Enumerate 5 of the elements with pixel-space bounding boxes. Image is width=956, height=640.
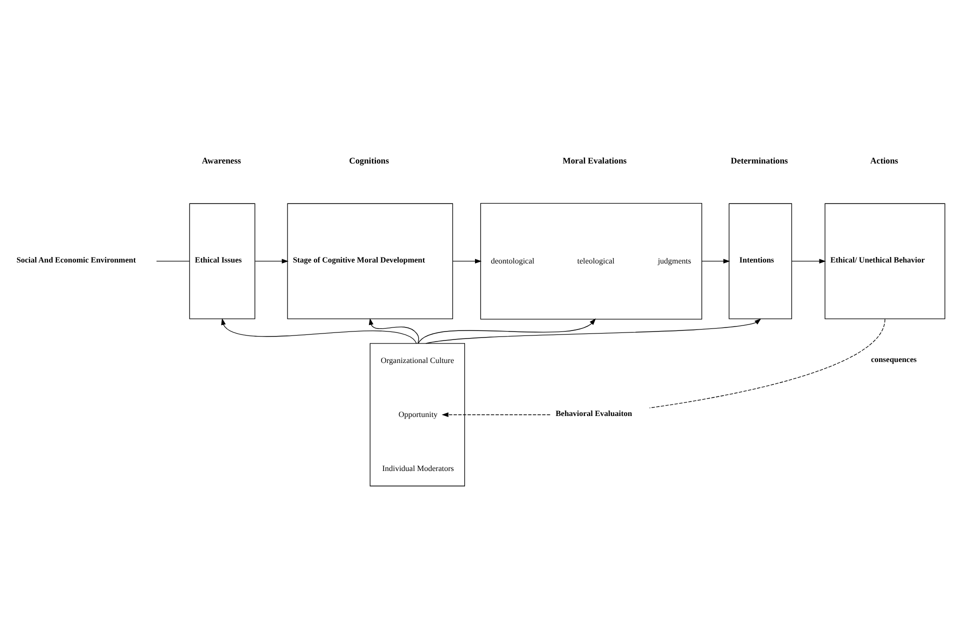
label: Cognitions [349,154,389,165]
label: Actions [870,154,898,165]
label: Determinations [730,154,788,165]
label: Awareness [202,154,241,165]
label: Moral Evalations [562,154,627,165]
